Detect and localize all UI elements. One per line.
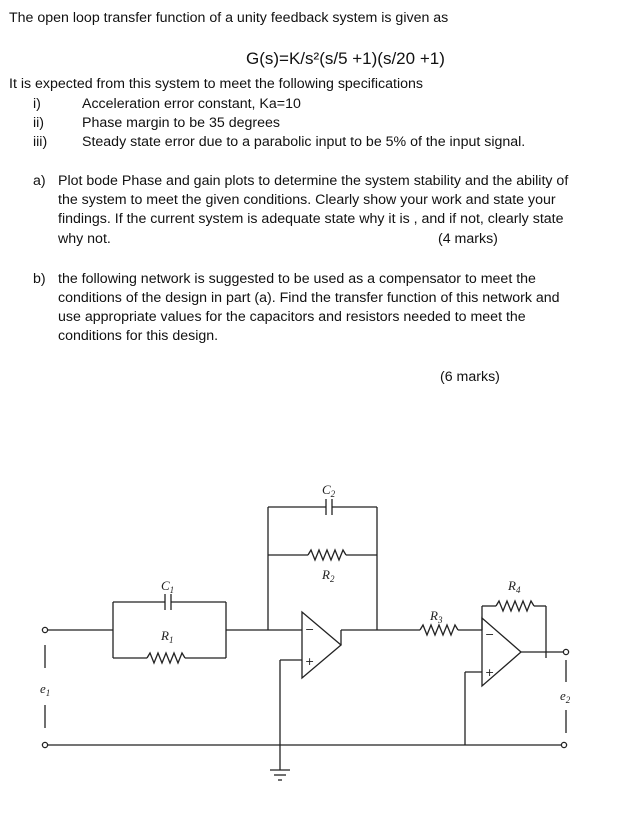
spec-number: i) bbox=[33, 96, 41, 112]
spec-item: Phase margin to be 35 degrees bbox=[82, 115, 280, 131]
output-terminal-bottom bbox=[560, 741, 568, 749]
part-a-label: a) bbox=[33, 173, 46, 189]
part-b-line: use appropriate values for the capacitor… bbox=[58, 309, 526, 325]
part-b-line: conditions for this design. bbox=[58, 328, 219, 344]
r1-label: R1 bbox=[160, 628, 173, 645]
spec-item: Steady state error due to a parabolic in… bbox=[82, 134, 526, 150]
part-b-label: b) bbox=[33, 271, 46, 287]
intro-text: The open loop transfer function of a uni… bbox=[9, 10, 449, 26]
part-a-marks: (4 marks) bbox=[438, 231, 498, 247]
opamp-1 bbox=[301, 610, 343, 680]
opamp2-plus-sign: + bbox=[485, 666, 494, 679]
r2-label: R2 bbox=[321, 567, 335, 584]
part-a-line: Plot bode Phase and gain plots to determ… bbox=[58, 173, 569, 189]
transfer-function-equation: G(s)=K/s²(s/5 +1)(s/20 +1) bbox=[246, 49, 445, 68]
input-terminal-top bbox=[41, 626, 49, 634]
input-terminal-bottom bbox=[41, 741, 49, 749]
c1-label: C1 bbox=[161, 578, 174, 595]
part-a-line: why not. bbox=[58, 231, 111, 247]
spec-intro-text: It is expected from this system to meet … bbox=[9, 76, 423, 92]
r4-label: R4 bbox=[507, 578, 521, 595]
output-terminal-top bbox=[562, 648, 570, 656]
opamp1-minus-sign: − bbox=[305, 623, 314, 636]
spec-item: Acceleration error constant, Ka=10 bbox=[82, 96, 301, 112]
part-b-line: conditions of the design in part (a). Fi… bbox=[58, 290, 560, 306]
spec-number: iii) bbox=[33, 134, 48, 150]
r3-label: R3 bbox=[429, 608, 443, 625]
r1-resistor bbox=[146, 651, 186, 665]
part-a-line: findings. If the current system is adequ… bbox=[58, 211, 564, 227]
part-a-line: the system to meet the given conditions.… bbox=[58, 192, 556, 208]
e2-label: e2 bbox=[560, 688, 571, 705]
opamp1-plus-sign: + bbox=[305, 655, 314, 668]
part-b-marks: (6 marks) bbox=[440, 369, 500, 385]
r4-resistor bbox=[495, 599, 535, 613]
e1-label: e1 bbox=[40, 681, 50, 698]
c2-label: C2 bbox=[322, 482, 336, 499]
opamp-2 bbox=[481, 616, 522, 688]
r3-resistor bbox=[419, 623, 459, 637]
spec-number: ii) bbox=[33, 115, 45, 131]
part-b-line: the following network is suggested to be… bbox=[58, 271, 536, 287]
r2-resistor bbox=[307, 548, 347, 562]
opamp2-minus-sign: − bbox=[485, 628, 494, 641]
